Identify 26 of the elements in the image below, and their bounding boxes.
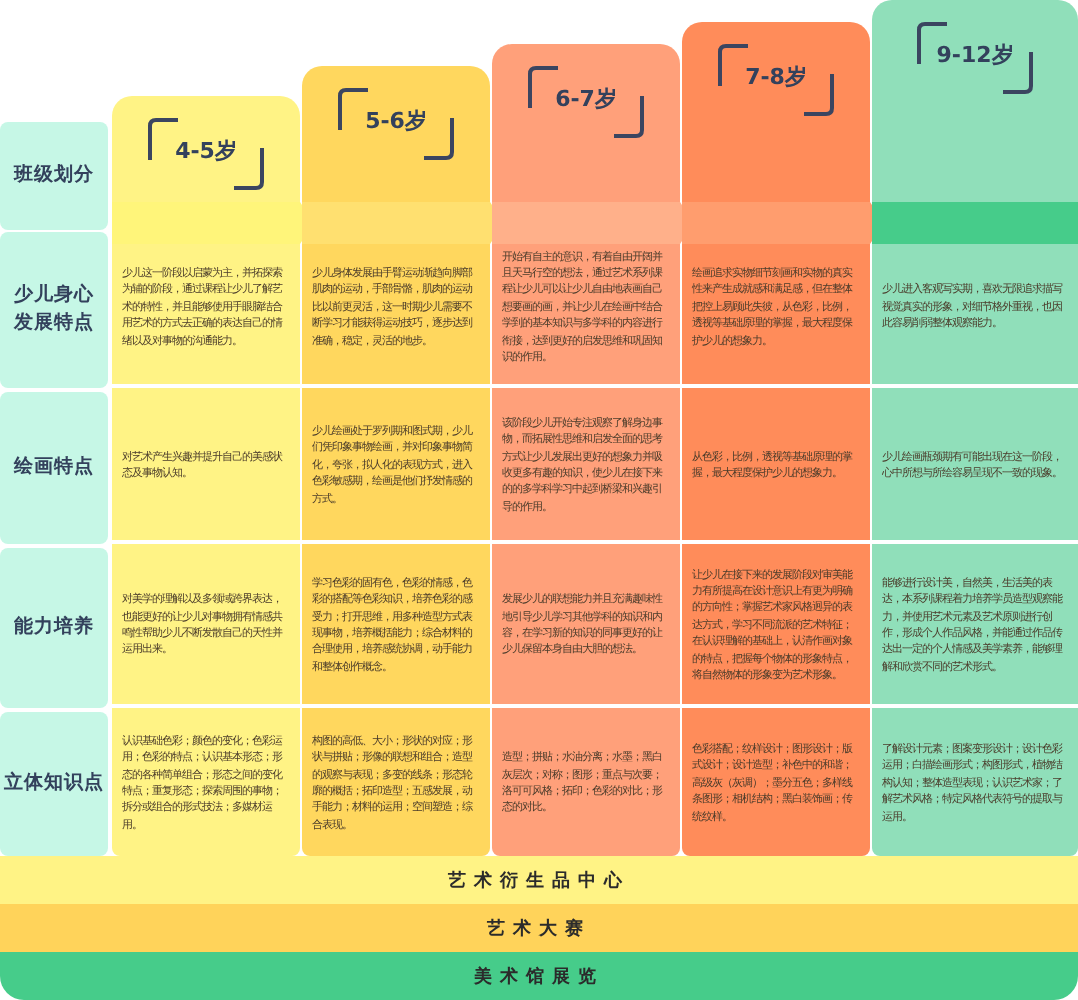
row-header bbox=[0, 548, 108, 708]
column-panel bbox=[492, 44, 680, 856]
column-panel bbox=[112, 96, 300, 856]
band-title: 艺术衍生品中心 bbox=[448, 868, 630, 893]
age-label: 6-7岁 bbox=[553, 84, 619, 114]
band-title: 美术馆展览 bbox=[474, 964, 604, 989]
row-header bbox=[0, 712, 108, 856]
row-title: 班级划分 bbox=[11, 161, 96, 190]
age-label: 5-6岁 bbox=[363, 106, 429, 136]
footer-band bbox=[0, 904, 1078, 952]
row-header bbox=[0, 392, 108, 544]
row-title: 绘画特点 bbox=[11, 453, 96, 482]
age-label: 9-12岁 bbox=[934, 40, 1016, 70]
column-panel bbox=[682, 22, 870, 856]
row-title: 立体知识点 bbox=[2, 769, 106, 798]
footer-band bbox=[0, 856, 1078, 904]
column-panel bbox=[302, 66, 490, 856]
row-title: 能力培养 bbox=[12, 613, 96, 642]
row-header bbox=[0, 122, 108, 230]
column-panel bbox=[872, 0, 1078, 856]
age-label: 4-5岁 bbox=[173, 136, 239, 166]
footer-band bbox=[0, 952, 1078, 1000]
row-header bbox=[0, 232, 108, 388]
row-title: 少儿身心发展特点 bbox=[14, 281, 94, 338]
age-label: 7-8岁 bbox=[743, 62, 809, 92]
band-title: 艺术大赛 bbox=[487, 916, 591, 941]
